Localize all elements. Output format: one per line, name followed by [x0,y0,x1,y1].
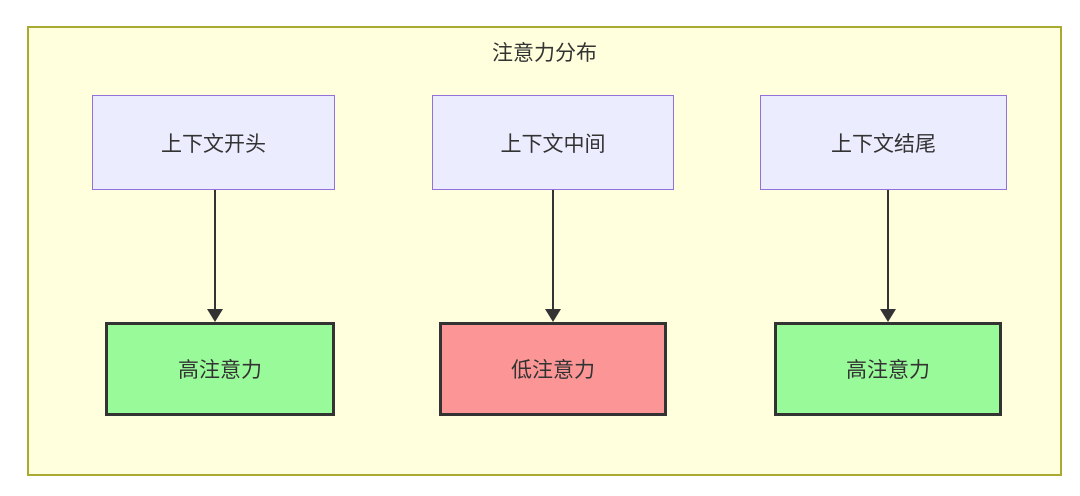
arrow-line-middle [552,190,554,309]
node-label: 高注意力 [178,359,262,382]
node-high-attention-right: 高注意力 [774,322,1002,416]
diagram-title: 注意力分布 [492,42,597,65]
node-context-beginning: 上下文开头 [92,95,335,190]
arrow-head-icon [545,309,561,322]
node-high-attention-left: 高注意力 [105,322,335,416]
arrow-line-right [887,190,889,309]
attention-distribution-container: 注意力分布 上下文开头 上下文中间 上下文结尾 高注意力 低注意力 高注意力 [27,26,1062,476]
node-context-middle: 上下文中间 [432,95,674,190]
node-label: 低注意力 [511,359,595,382]
node-low-attention-middle: 低注意力 [439,322,667,416]
node-label: 上下文开头 [161,132,266,156]
node-label: 上下文中间 [500,132,606,156]
node-label: 高注意力 [846,359,930,382]
arrow-head-icon [207,309,223,322]
node-label: 上下文结尾 [831,132,936,156]
node-context-end: 上下文结尾 [760,95,1007,190]
arrow-head-icon [880,309,896,322]
arrow-line-left [214,190,216,309]
